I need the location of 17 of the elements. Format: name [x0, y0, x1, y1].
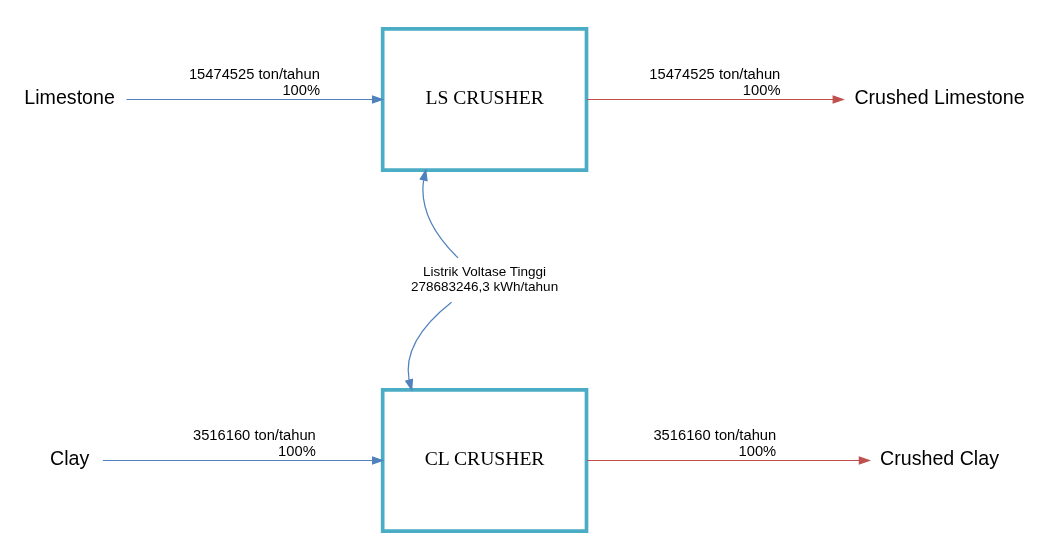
- node-text: Clay: [49, 446, 90, 469]
- edge-label: 3516160 ton/tahun 100%: [192, 426, 316, 459]
- arrow: [419, 168, 459, 258]
- node-box: CL CRUSHER: [380, 387, 589, 533]
- node-text: Limestone: [24, 85, 115, 108]
- arrow: [586, 94, 845, 104]
- node-box: LS CRUSHER: [380, 26, 589, 172]
- edge-label: 15474525 ton/tahun 100%: [188, 65, 321, 98]
- arrow: [586, 455, 872, 465]
- arrow: [404, 301, 453, 391]
- arrow: [125, 94, 385, 104]
- edge-label: 3516160 ton/tahun 100%: [653, 426, 777, 459]
- node-text: Crushed Limestone: [854, 85, 1025, 108]
- edge-label: 15474525 ton/tahun 100%: [649, 65, 781, 98]
- node-text: Crushed Clay: [880, 446, 999, 469]
- node-text: Listrik Voltase Tinggi 278683246,3 kWh/tahun: [411, 263, 559, 294]
- arrow: [102, 455, 385, 465]
